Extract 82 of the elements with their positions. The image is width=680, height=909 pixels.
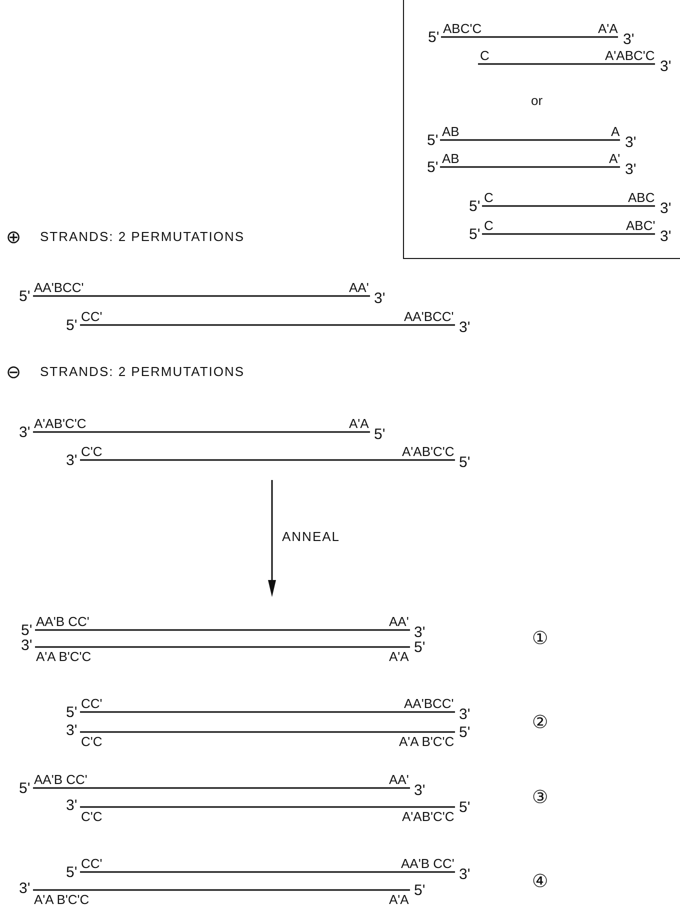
segment-label: A'A B'C'C [36, 650, 92, 664]
inset-panel [403, 0, 680, 259]
strand-end-label: 5' [19, 782, 30, 796]
strand-end-label: 5' [374, 428, 386, 442]
strand-end-label: 3' [625, 136, 636, 150]
segment-label: AA'B CC' [34, 773, 88, 787]
strand-end-label: 3' [459, 868, 470, 882]
segment-label: AA'BCC' [34, 281, 84, 295]
strand-end-label: 5' [427, 161, 438, 175]
duplex-number: ② [532, 713, 548, 733]
strand-end-label: 3' [66, 724, 78, 738]
segment-label: A'A [389, 650, 409, 664]
segment-label: C [484, 219, 494, 233]
strand-end-label: 3' [19, 882, 30, 896]
section-heading: STRANDS: 2 PERMUTATIONS [40, 230, 245, 244]
segment-label: AA'BCC' [404, 310, 454, 324]
segment-label: CC' [81, 310, 102, 324]
segment-label: CC' [81, 697, 102, 711]
strand-end-label: 3' [459, 708, 470, 722]
segment-label: ABC [628, 191, 655, 205]
strand-end-label: 5' [428, 31, 440, 45]
segment-label: A'A [598, 22, 618, 36]
segment-label: CC' [81, 857, 102, 871]
strand-end-label: 5' [469, 228, 480, 242]
segment-label: AA' [389, 615, 409, 629]
strand-end-label: 5' [21, 624, 32, 638]
strand-end-label: 5' [427, 134, 438, 148]
strand-end-label: 3' [19, 426, 30, 440]
segment-label: AA' [389, 773, 409, 787]
strand-end-label: 3' [66, 799, 78, 813]
strand-end-label: 5' [459, 456, 470, 470]
strand-end-label: 5' [66, 319, 78, 333]
segment-label: ABC' [626, 219, 656, 233]
strand-sign-symbol: ⊕ [6, 228, 22, 248]
strand-end-label: 3' [21, 639, 32, 653]
duplex-number: ① [532, 629, 548, 649]
strand-end-label: 5' [66, 866, 78, 880]
strand-end-label: 3' [414, 626, 426, 640]
segment-label: A'AB'C'C [402, 810, 454, 824]
segment-label: A'AB'C'C [402, 445, 454, 459]
strand-end-label: 5' [414, 641, 426, 655]
segment-label: AA'B CC' [36, 615, 90, 629]
strand-sign-symbol: ⊖ [6, 363, 22, 383]
strand-end-label: 5' [414, 884, 426, 898]
strand-end-label: 3' [625, 163, 636, 177]
strand-end-label: 3' [414, 784, 426, 798]
strand-end-label: 3' [660, 202, 672, 216]
segment-label: A'A [349, 417, 369, 431]
strand-end-label: 3' [660, 230, 672, 244]
or-label: or [531, 94, 543, 108]
segment-label: AA'B CC' [401, 857, 454, 871]
segment-label: C [484, 191, 494, 205]
segment-label: C'C [81, 445, 102, 459]
segment-label: A'A [389, 893, 409, 907]
segment-label: A [611, 125, 620, 139]
strand-end-label: 5' [459, 801, 470, 815]
segment-label: C'C [81, 735, 102, 749]
step-label: ANNEAL [282, 530, 340, 544]
section-heading: STRANDS: 2 PERMUTATIONS [40, 365, 245, 379]
strand-end-label: 3' [660, 60, 672, 74]
strand-end-label: 5' [469, 200, 480, 214]
segment-label: A'A B'C'C [399, 735, 454, 749]
strand-end-label: 3' [459, 321, 470, 335]
segment-label: AA'BCC' [404, 697, 454, 711]
segment-label: AB [442, 125, 460, 139]
duplex-number: ③ [532, 788, 548, 808]
segment-label: C [480, 49, 490, 63]
strand-end-label: 5' [66, 706, 78, 720]
strand-end-label: 5' [459, 726, 470, 740]
segment-label: AB [442, 152, 460, 166]
strand-end-label: 3' [623, 33, 634, 47]
strand-end-label: 5' [19, 290, 30, 304]
strand-end-label: 3' [374, 292, 386, 306]
strand-end-label: 3' [66, 454, 78, 468]
segment-label: A' [609, 152, 620, 166]
segment-label: A'A B'C'C [34, 893, 90, 907]
segment-label: AA' [349, 281, 369, 295]
duplex-number: ④ [532, 872, 548, 892]
segment-label: ABC'C [443, 22, 482, 36]
segment-label: A'ABC'C [605, 49, 655, 63]
segment-label: C'C [81, 810, 102, 824]
segment-label: A'AB'C'C [34, 417, 86, 431]
